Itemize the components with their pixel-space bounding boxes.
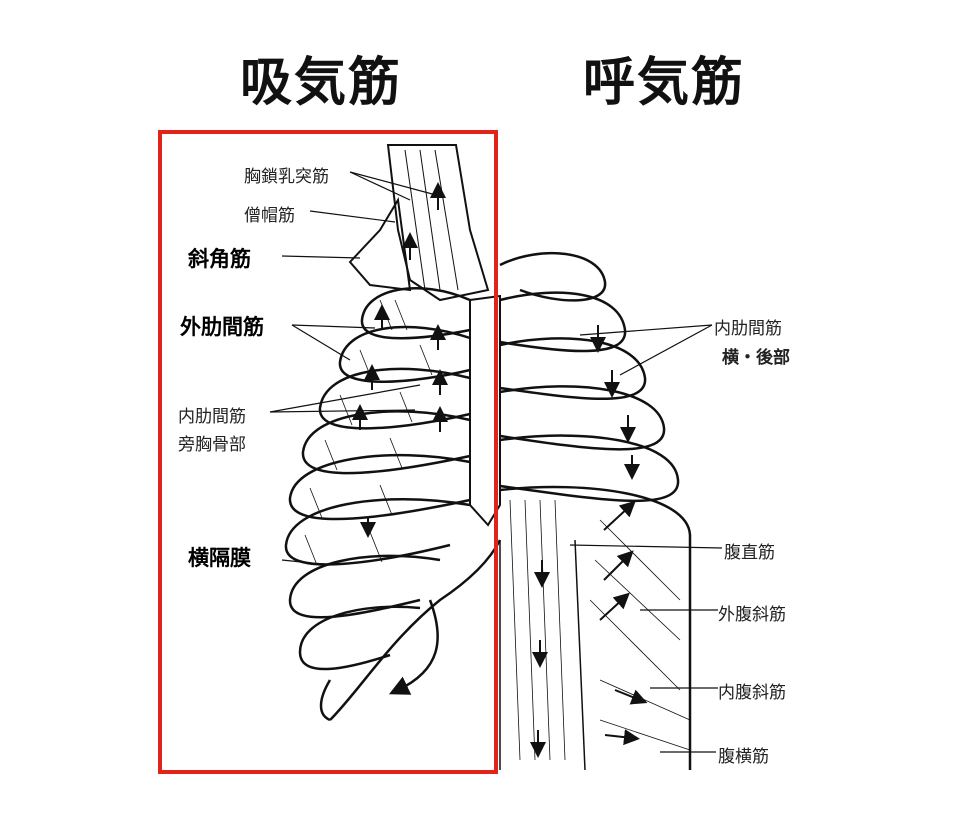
label-sternocleidomastoid: 胸鎖乳突筋 [244,162,329,187]
right-ribs [500,253,690,770]
leader-lines-right [570,325,722,752]
label-external-oblique: 外腹斜筋 [718,600,786,625]
label-internal-intercostal-lateral-2: 横・後部 [722,343,790,368]
label-rectus-abdominis: 腹直筋 [724,538,775,563]
diaphragm-curve [330,540,500,720]
label-trapezius: 僧帽筋 [244,201,295,226]
label-external-intercostal: 外肋間筋 [180,311,264,341]
left-ribs [286,288,470,720]
label-internal-intercostal-parasternal-2: 旁胸骨部 [178,430,246,455]
label-diaphragm: 横隔膜 [188,542,251,572]
expiratory-arrows [538,325,640,750]
label-internal-intercostal-parasternal-1: 内肋間筋 [178,402,246,427]
label-scalene: 斜角筋 [188,243,251,273]
neck-muscles [350,145,488,300]
expiratory-muscles-heading: 呼気筋 [583,40,745,115]
inspiratory-muscles-heading: 吸気筋 [240,40,402,115]
label-internal-intercostal-lateral-1: 内肋間筋 [714,314,782,339]
label-internal-oblique: 内腹斜筋 [718,678,786,703]
label-transversus-abdominis: 腹横筋 [718,742,769,767]
